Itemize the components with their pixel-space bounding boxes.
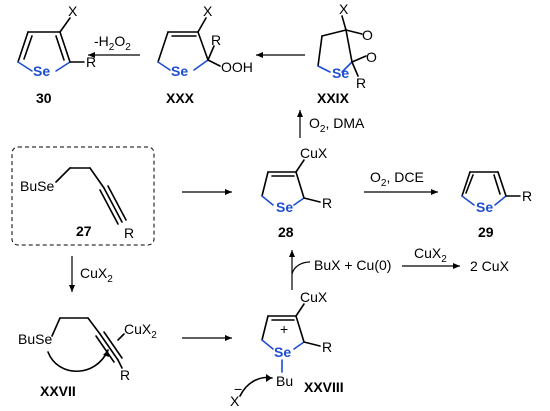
- r-substituent: R: [211, 32, 221, 48]
- x-substituent: X: [68, 3, 78, 19]
- compound-xxviii: Se + CuX R Bu X − XXVIII: [230, 289, 344, 409]
- reagent-o2-dce: O2, DCE: [370, 169, 424, 189]
- compound-xxix: Se X R O O XXIX: [317, 1, 377, 106]
- cux2-group: CuX2: [124, 321, 157, 341]
- compound-xxvii: BuSe CuX2 R XXVII: [18, 317, 157, 399]
- compound-29: Se R 29: [461, 171, 532, 240]
- compound-label-27: 27: [76, 223, 92, 239]
- oxygen-2: O: [366, 49, 377, 65]
- r-substituent: R: [120, 367, 130, 383]
- butyl-group: Bu: [276, 373, 293, 389]
- side-products: BuX + Cu(0): [314, 257, 391, 273]
- compound-30: Se X R 30: [17, 3, 96, 106]
- x-substituent: X: [339, 1, 349, 17]
- x-substituent: X: [203, 3, 213, 19]
- compound-label-xxix: XXIX: [317, 90, 350, 106]
- buse-group: BuSe: [18, 331, 52, 347]
- r-substituent: R: [86, 54, 96, 70]
- compound-xxx: Se X R OOH XXX: [157, 3, 253, 106]
- selenium-atom: Se: [171, 63, 188, 79]
- r-substituent: R: [322, 339, 332, 355]
- side-product-arrow: [291, 261, 311, 275]
- compound-label-xxx: XXX: [166, 90, 195, 106]
- plus-charge: +: [280, 321, 288, 337]
- compound-27-box: [11, 146, 155, 246]
- reagent-cux2-a: CuX2: [80, 265, 113, 285]
- selenium-atom: Se: [332, 65, 349, 81]
- compound-label-29: 29: [478, 224, 494, 240]
- compound-label-xxviii: XXVIII: [304, 379, 344, 395]
- selenium-atom: Se: [476, 199, 493, 215]
- r-substituent: R: [124, 225, 134, 241]
- reagent-minus-h2o2: -H2O2: [94, 33, 131, 53]
- oxygen-1: O: [362, 27, 373, 43]
- buse-group: BuSe: [20, 178, 54, 194]
- r-substituent: R: [322, 195, 332, 211]
- compound-27: BuSe R 27: [20, 167, 134, 241]
- selenium-atom: Se: [33, 63, 50, 79]
- reagent-cux2-b: CuX2: [414, 245, 447, 265]
- minus-charge: −: [234, 381, 242, 397]
- compound-label-30: 30: [36, 90, 52, 106]
- selenium-atom: Se: [274, 344, 291, 360]
- x-anion: X: [230, 393, 240, 409]
- compound-28: Se CuX R 28: [261, 145, 332, 240]
- compound-label-xxvii: XXVII: [40, 383, 76, 399]
- r-substituent: R: [522, 188, 532, 204]
- compound-label-28: 28: [278, 224, 294, 240]
- reagent-o2-dma: O2, DMA: [309, 115, 365, 135]
- product-two-cux: 2 CuX: [470, 258, 510, 274]
- ooh-group: OOH: [221, 59, 253, 75]
- cux-group: CuX: [300, 145, 328, 161]
- r-substituent: R: [356, 75, 366, 91]
- cux-group: CuX: [300, 289, 328, 305]
- selenium-atom: Se: [276, 199, 293, 215]
